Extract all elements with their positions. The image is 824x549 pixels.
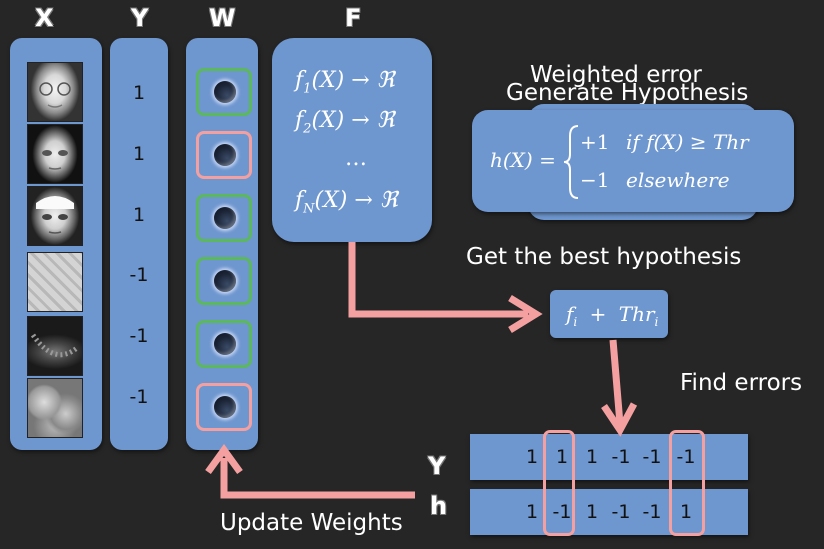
best-hypothesis-formula: fi + Thri (566, 302, 659, 329)
best-hypothesis-box (550, 290, 668, 338)
hypothesis-case1-value: +1 (580, 130, 610, 154)
h-row-label: h (430, 492, 448, 520)
header-w: W (209, 4, 236, 32)
weight-dot (214, 396, 236, 418)
nonface-image-2 (27, 316, 83, 376)
y-row-cell: -1 (642, 446, 662, 468)
header-x: X (35, 4, 54, 32)
mismatch-highlight (669, 430, 705, 536)
feature-n: fN(X) → ℜ (295, 188, 398, 217)
y-row-cell: 1 (585, 446, 599, 468)
y-row-cell: 1 (525, 446, 539, 468)
mismatch-highlight (543, 430, 575, 536)
hypothesis-brace (563, 125, 579, 199)
hypothesis-case2-condition: elsewhere (626, 168, 730, 192)
best-hypothesis-label: Get the best hypothesis (466, 244, 742, 270)
arrow-to-find-errors (609, 339, 624, 425)
y-value: -1 (129, 386, 149, 408)
weight-cell-wrong (196, 383, 252, 431)
h-row: 1 -1 1 -1 -1 1 (470, 489, 748, 535)
header-f: F (345, 4, 362, 32)
y-row-label: Y (428, 452, 446, 480)
hypothesis-case2-value: −1 (580, 168, 610, 192)
weight-cell-correct (196, 194, 252, 242)
weight-dot (214, 270, 236, 292)
face-image-2 (27, 124, 83, 184)
arrow-head-right (508, 295, 543, 333)
h-row-cell: -1 (611, 501, 631, 523)
y-value: -1 (129, 325, 149, 347)
weight-cell-correct (196, 68, 252, 116)
y-value: 1 (132, 143, 146, 165)
y-row-cell: -1 (676, 446, 696, 468)
feature-1: f1(X) → ℜ (295, 68, 395, 97)
features-panel (272, 38, 432, 242)
header-y: Y (131, 4, 149, 32)
hypothesis-case1-condition: if f(X) ≥ Thr (626, 130, 749, 154)
face-image-1 (27, 62, 83, 122)
y-row-cell: 1 (555, 446, 569, 468)
face-image-3 (27, 186, 83, 246)
y-value: 1 (132, 204, 146, 226)
feature-ellipsis: … (345, 146, 367, 171)
h-row-cell: 1 (525, 501, 539, 523)
nonface-image-3 (27, 378, 83, 438)
arrow-head-up (205, 444, 243, 475)
weight-dot (214, 207, 236, 229)
hypothesis-formula-box (472, 110, 794, 212)
weight-dot (214, 81, 236, 103)
weighted-error-label: Weighted error (530, 62, 702, 88)
generate-hypothesis-label: Generate Hypothesis (506, 80, 749, 106)
y-value: 1 (132, 82, 146, 104)
y-value: -1 (129, 264, 149, 286)
weight-cell-correct (196, 257, 252, 305)
hypothesis-lhs: h(X) = (490, 148, 556, 172)
weight-dot (214, 333, 236, 355)
y-row: 1 1 1 -1 -1 -1 (470, 434, 748, 480)
find-errors-label: Find errors (680, 370, 803, 396)
update-weights-label: Update Weights (220, 510, 403, 536)
h-row-cell: 1 (585, 501, 599, 523)
arrow-update-weights (220, 458, 415, 499)
y-row-cell: -1 (611, 446, 631, 468)
h-row-cell: 1 (679, 501, 693, 523)
nonface-image-1 (27, 252, 83, 312)
h-row-cell: -1 (552, 501, 572, 523)
y-labels-panel (110, 38, 168, 450)
feature-2: f2(X) → ℜ (295, 108, 395, 137)
weight-dot (214, 144, 236, 166)
arrow-head-down (601, 402, 638, 437)
weight-cell-wrong (196, 131, 252, 179)
weight-cell-correct (196, 320, 252, 368)
h-row-cell: -1 (642, 501, 662, 523)
